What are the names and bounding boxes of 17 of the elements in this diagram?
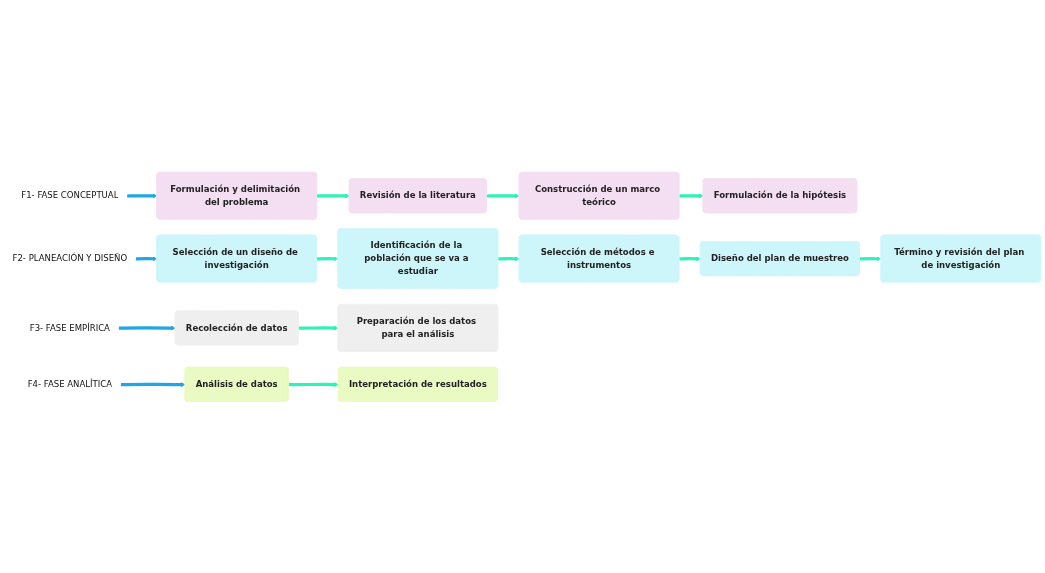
arrow (118, 325, 176, 331)
arrow (298, 325, 339, 331)
arrow (486, 193, 520, 198)
arrow (126, 193, 158, 198)
node-text: F2- PLANEACIÓN Y DISEÑO (12, 252, 128, 264)
arrow (288, 381, 339, 387)
arrow (316, 193, 350, 198)
node-text: F3- FASE EMPÍRICA (29, 322, 110, 333)
arrow (498, 256, 520, 261)
arrow (135, 256, 158, 261)
arrow (679, 256, 701, 261)
arrow (120, 381, 186, 387)
node-text: F4- FASE ANALÍTICA (27, 378, 113, 389)
arrow (859, 256, 882, 261)
arrow (679, 193, 704, 198)
arrow (316, 256, 339, 261)
node-text: F1- FASE CONCEPTUAL (21, 190, 119, 201)
